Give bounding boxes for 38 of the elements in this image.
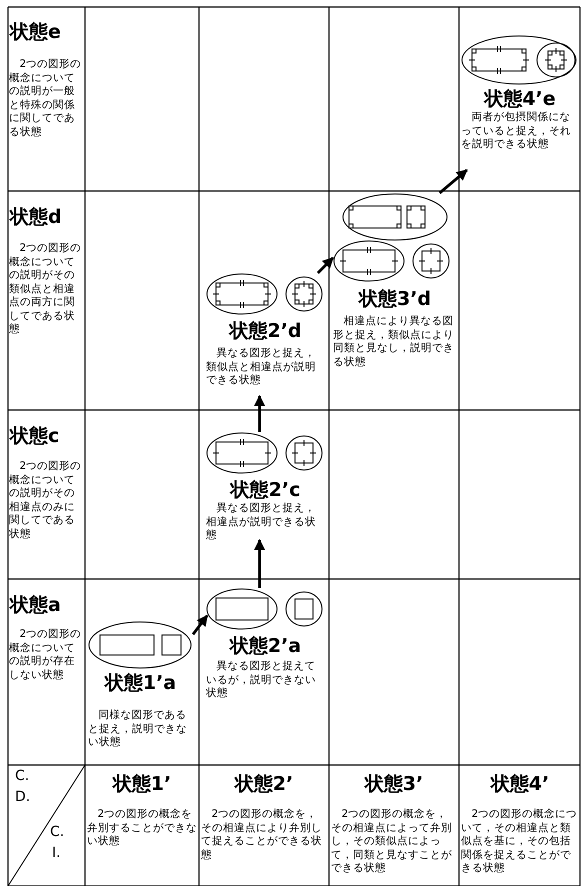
state-title: 状態2’d xyxy=(228,319,303,343)
column-description: 2つの図形の概念について，その相違点と類似点を基に，その包括関係を捉えることができる状態 xyxy=(461,808,578,876)
row-description: 2つの図形の概念についての説明がその類似点と相違点の両方に関してである状態 xyxy=(9,242,82,336)
arrow xyxy=(254,394,266,432)
column-title: 状態4’ xyxy=(489,772,550,796)
arrow xyxy=(254,538,266,588)
arrow xyxy=(192,614,208,636)
state-title: 状態2’c xyxy=(228,478,302,502)
arrow xyxy=(438,168,468,194)
axis-label: C. xyxy=(50,824,64,840)
row-title: 状態c xyxy=(10,424,60,448)
state-title: 状態1’a xyxy=(103,671,178,695)
state-title: 状態2’a xyxy=(228,634,302,658)
axis-label: C. xyxy=(15,768,30,784)
state-description: 両者が包摂関係になっていると捉え，それを説明できる状態 xyxy=(461,111,572,152)
column-description: 2つの図形の概念を，その相違点によって弁別し，その類似点によって，同類と見なすことができる状態 xyxy=(331,808,453,876)
state-description: 同様な図形であると捉え，説明できない状態 xyxy=(88,709,188,750)
state-title: 状態4’e xyxy=(482,87,557,111)
axis-label: I. xyxy=(52,845,61,861)
state-description: 異なる図形と捉え，類似点と相違点が説明できる状態 xyxy=(206,347,317,388)
row-description: 2つの図形の概念についての説明が一般と特殊の関係に関してである状態 xyxy=(9,58,82,139)
state-group xyxy=(206,432,325,540)
state-description: 異なる図形と捉えているが，説明できない状態 xyxy=(206,660,317,700)
row-title: 状態a xyxy=(10,593,62,617)
state-title: 状態3’d xyxy=(357,287,432,311)
column-description: 2つの図形の概念を弁別することができない状態 xyxy=(87,808,197,848)
state-description: 相違点により異なる図形と捉え，類似点により同類と見なし，説明できる状態 xyxy=(333,315,455,369)
row-description: 2つの図形の概念についての説明が存在しない状態 xyxy=(9,628,82,682)
row-title: 状態e xyxy=(10,20,62,44)
axis-label: D. xyxy=(15,789,30,805)
row-title: 状態d xyxy=(10,205,63,229)
column-description: 2つの図形の概念を，その相違点により弁別して捉えることができる状態 xyxy=(201,808,323,862)
state-description: 異なる図形と捉え，相違点が説明できる状態 xyxy=(206,502,317,542)
column-title: 状態1’ xyxy=(111,772,172,796)
arrow xyxy=(316,256,334,274)
column-title: 状態3’ xyxy=(363,772,424,796)
row-description: 2つの図形の概念についての説明がその相違点のみに関してである状態 xyxy=(9,460,82,541)
column-title: 状態2’ xyxy=(233,772,294,796)
